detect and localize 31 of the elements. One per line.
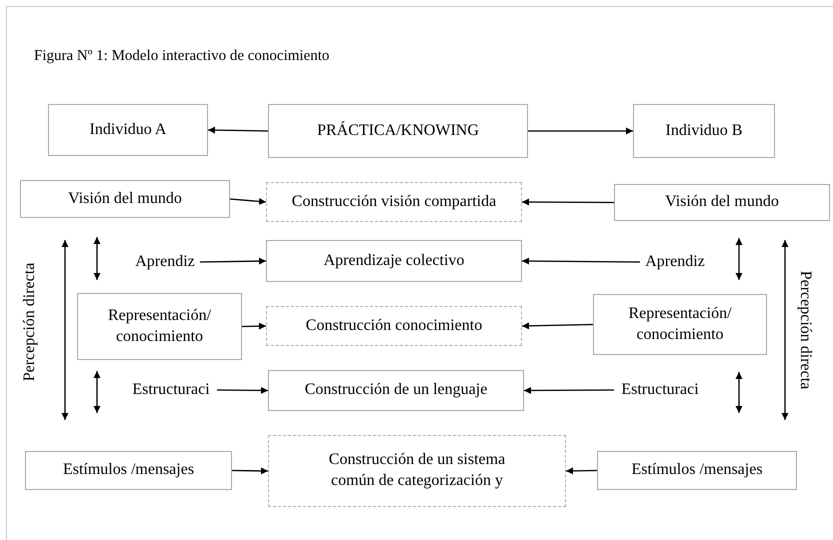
- side-label: Percepción directa: [796, 270, 815, 390]
- arrow: [94, 237, 100, 280]
- arrow: [522, 322, 594, 330]
- arrow: [217, 386, 268, 394]
- process-box: Visión del mundo: [614, 184, 830, 221]
- dashed-box: Construcción visión compartida: [266, 182, 522, 222]
- arrow: [230, 198, 266, 205]
- process-box: Individuo B: [633, 104, 775, 158]
- process-box: Estímulos /mensajes: [25, 451, 232, 490]
- arrow: [528, 128, 633, 134]
- arrow: [242, 322, 266, 330]
- arrow: [200, 258, 266, 265]
- arrow: [232, 467, 268, 474]
- process-box: Aprendizaje colectivo: [266, 240, 522, 282]
- process-box: Estímulos /mensajes: [597, 451, 797, 490]
- figure-title: Figura Nº 1: Modelo interactivo de conocimiento: [34, 47, 330, 66]
- arrow: [566, 467, 598, 474]
- arrow: [208, 126, 268, 134]
- arrow: [524, 386, 614, 394]
- process-box: Representación/ conocimiento: [593, 294, 767, 355]
- process-box: PRÁCTICA/KNOWING: [268, 104, 528, 158]
- process-box: Construcción de un lenguaje: [268, 370, 524, 411]
- arrow: [522, 198, 614, 206]
- dashed-box: Construcción conocimiento: [266, 306, 522, 346]
- dashed-box: Construcción de un sistema común de categorización y: [268, 435, 566, 507]
- process-box: Representación/ conocimiento: [77, 293, 242, 360]
- side-label: Percepción directa: [20, 262, 39, 382]
- process-box: Visión del mundo: [20, 180, 230, 218]
- arrow: [736, 238, 742, 280]
- arrow: [522, 258, 640, 265]
- process-box: Individuo A: [48, 104, 208, 156]
